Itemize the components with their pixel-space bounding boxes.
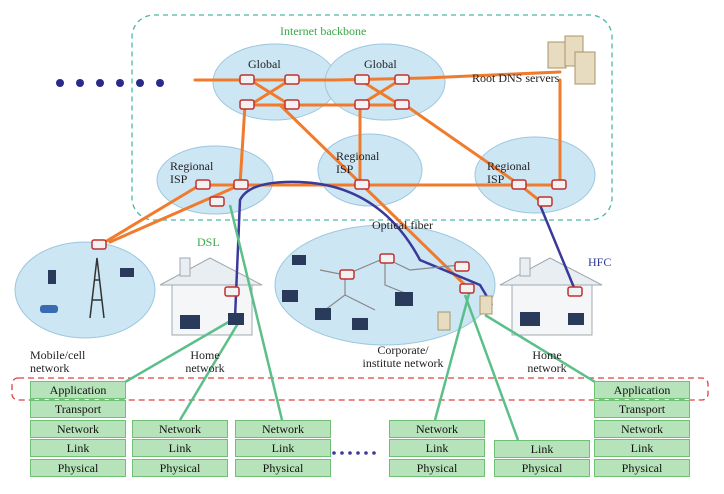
home-house-2 [499, 257, 603, 336]
protocol-stack-router-2: Network Link Physical [235, 420, 331, 478]
layer-physical: Physical [389, 458, 485, 477]
layer-physical: Physical [594, 458, 690, 477]
regional-isp-label-1: Regional ISP [170, 159, 214, 186]
ellipsis-dots-bottom [332, 451, 376, 455]
protocol-stack-router-3: Network Link Physical [389, 420, 485, 478]
corporate-servers-icon [437, 295, 493, 331]
protocol-stack-host-1: Application Transport Network Link Physi… [30, 381, 126, 478]
global-label-1: Global [248, 57, 281, 71]
layer-network: Network [132, 420, 228, 438]
layer-application: Application [30, 381, 126, 399]
layer-link: Link [132, 439, 228, 458]
regional-cloud-1 [156, 145, 274, 215]
global-label-2: Global [364, 57, 397, 71]
layer-transport: Transport [594, 400, 690, 419]
protocol-stack-host-2: Application Transport Network Link Physi… [594, 381, 690, 478]
global-cloud-1 [212, 43, 338, 121]
layer-transport: Transport [30, 400, 126, 419]
access-links-blue [233, 180, 577, 319]
regional-cloud-3 [474, 136, 596, 214]
root-dns-server-icon [547, 35, 596, 85]
hfc-label: HFC [588, 255, 612, 269]
layer-physical: Physical [494, 459, 590, 478]
layer-link: Link [30, 439, 126, 458]
layer-link: Link [494, 440, 590, 458]
regional-isp-label-3: Regional ISP [487, 159, 531, 186]
optical-fiber-label: Optical fiber [372, 218, 433, 232]
layer-network: Network [594, 419, 690, 438]
application-band [11, 377, 709, 401]
protocol-stack-router-1: Network Link Physical [132, 420, 228, 478]
layer-application: Application [594, 381, 690, 399]
cell-tower-icon [89, 257, 105, 319]
layer-physical: Physical [235, 458, 331, 477]
stack-links-green [119, 204, 601, 441]
regional-cloud-2 [317, 133, 423, 207]
home-network-label-1: Home network [185, 348, 225, 375]
routers [91, 74, 583, 297]
backbone-label: Internet backbone [280, 24, 367, 38]
layer-network: Network [389, 420, 485, 438]
mobile-cloud [14, 241, 156, 339]
global-cloud-2 [324, 43, 446, 121]
dsl-label: DSL [197, 235, 220, 249]
layer-physical: Physical [30, 458, 126, 477]
protocol-stack-switch: Link Physical [494, 440, 590, 479]
root-dns-label: Root DNS servers [472, 71, 560, 85]
layer-link: Link [235, 439, 331, 458]
layer-network: Network [235, 420, 331, 438]
layer-link: Link [594, 439, 690, 458]
layer-network: Network [30, 419, 126, 438]
regional-isp-label-2: Regional ISP [336, 149, 380, 176]
home-network-label-2: Home network [527, 348, 567, 375]
corporate-network-label: Corporate/ institute network [362, 343, 444, 370]
layer-link: Link [389, 439, 485, 458]
layer-physical: Physical [132, 458, 228, 477]
host-devices [40, 255, 584, 330]
ellipsis-dots-left [56, 79, 164, 87]
backbone-region [131, 14, 613, 221]
mobile-network-label: Mobile/cell network [30, 348, 86, 375]
